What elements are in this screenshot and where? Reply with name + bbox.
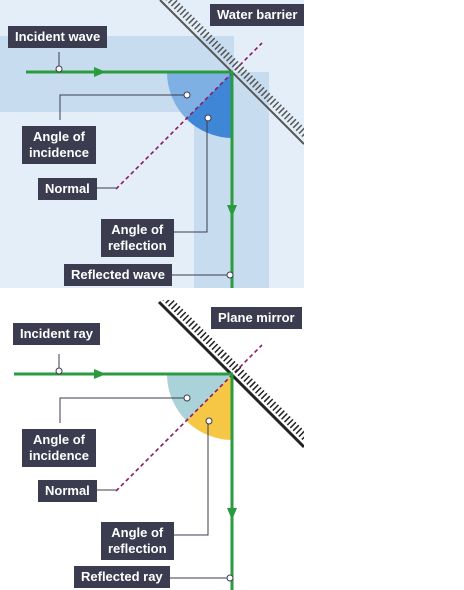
bottom-panel xyxy=(14,300,304,590)
bottom-leader-lines xyxy=(58,354,230,579)
incidence-angle-sector xyxy=(166,72,233,119)
normal-label: Normal xyxy=(38,480,97,502)
top-leader-dots xyxy=(55,65,234,279)
normal-label: Normal xyxy=(38,178,97,200)
angle-of-reflection-label: Angle of reflection xyxy=(101,522,174,560)
reflected-ray-label: Reflected ray xyxy=(74,566,170,588)
angle-of-incidence-label: Angle of incidence xyxy=(22,429,96,467)
reflected-wave-label: Reflected wave xyxy=(64,264,172,286)
reflected-arrow-icon xyxy=(227,508,237,520)
reflected-arrow-icon xyxy=(227,205,237,217)
incidence-angle-sector xyxy=(166,374,233,421)
angle-of-incidence-label: Angle of incidence xyxy=(22,126,96,164)
reflection-angle-sector xyxy=(186,374,233,441)
top-panel xyxy=(0,0,304,288)
incident-ray-label: Incident ray xyxy=(13,323,100,345)
angle-of-reflection-label: Angle of reflection xyxy=(101,219,174,257)
incident-arrow-icon xyxy=(94,67,106,77)
bottom-leader-dots xyxy=(55,367,234,582)
water-barrier-label: Water barrier xyxy=(210,4,305,26)
top-leader-lines xyxy=(58,52,230,276)
incident-wave-label: Incident wave xyxy=(8,26,108,48)
incident-arrow-icon xyxy=(94,369,106,379)
reflection-angle-sector xyxy=(186,72,233,139)
plane-mirror-label: Plane mirror xyxy=(211,307,302,329)
